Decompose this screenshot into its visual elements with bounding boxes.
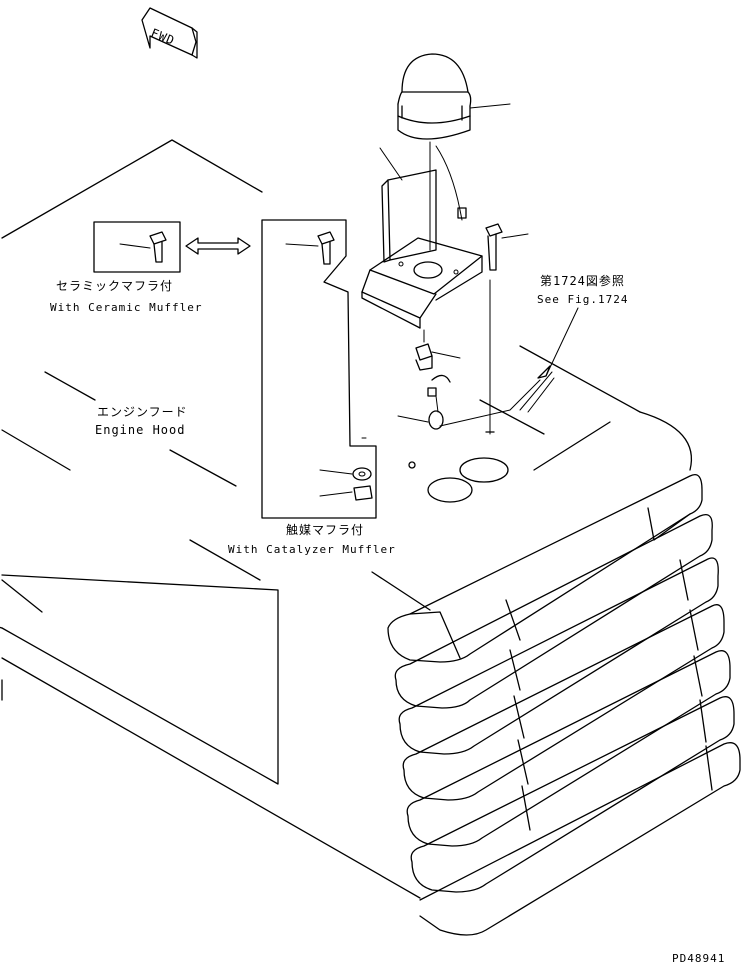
ceramic-muffler-label-en: With Ceramic Muffler — [50, 301, 202, 314]
reference-label-en: See Fig.1724 — [537, 293, 628, 306]
lamp-wiring — [397, 329, 541, 430]
engine-hood — [0, 139, 692, 899]
part-code: PD48941 — [672, 952, 725, 964]
reference-arrow — [519, 307, 579, 413]
catalyzer-muffler-inset — [261, 219, 377, 519]
catalyzer-muffler-label-en: With Catalyzer Muffler — [228, 543, 396, 556]
engine-hood-label-jp: エンジンフード — [97, 405, 188, 419]
mounting-bolt-right — [485, 223, 529, 435]
lamp-bracket — [361, 147, 483, 329]
front-grille — [387, 473, 741, 936]
fwd-label: FWD — [149, 26, 177, 48]
beacon-lamp — [397, 53, 511, 251]
reference-label-jp: 第1724図参照 — [540, 273, 625, 288]
double-arrow-icon — [185, 237, 251, 255]
ceramic-muffler-inset — [93, 221, 181, 273]
fwd-arrow-icon: FWD — [141, 7, 198, 59]
ceramic-muffler-label-jp: セラミックマフラ付 — [56, 279, 173, 293]
catalyzer-muffler-label-jp: 触媒マフラ付 — [286, 523, 364, 537]
engine-hood-label-en: Engine Hood — [95, 423, 185, 437]
